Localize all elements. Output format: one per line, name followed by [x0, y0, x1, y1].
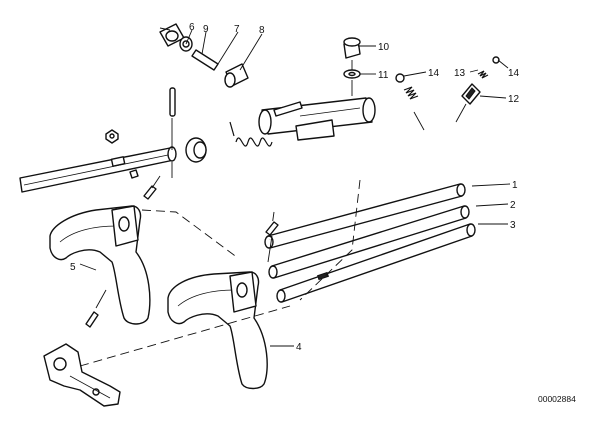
- part-7-pin: [191, 49, 219, 71]
- selector-shaft: [19, 146, 177, 193]
- callout-2: 2: [510, 200, 516, 211]
- part-14-ball-left: [395, 73, 405, 83]
- shift-fork-5: [49, 205, 151, 325]
- callout-7: 7: [234, 24, 240, 35]
- callout-1: 1: [512, 180, 518, 191]
- document-number: 00002884: [538, 394, 576, 404]
- shaft-nut: [105, 129, 119, 144]
- detent-spring-left: [403, 86, 425, 131]
- shift-rod-2: [268, 205, 470, 279]
- part-10-cap: [343, 37, 361, 59]
- callout-11: 11: [378, 70, 389, 81]
- callout-4: 4: [296, 342, 302, 353]
- callout-5: 5: [70, 262, 76, 273]
- detent-sleeve: [258, 97, 376, 141]
- shift-finger: [43, 343, 121, 407]
- part-11-washer: [343, 69, 361, 79]
- part-13-spring: [477, 70, 489, 79]
- fork-5-pin: [143, 175, 161, 200]
- callout-13: 13: [454, 68, 466, 79]
- shift-fork-4: [167, 271, 268, 390]
- part-8-bush: [224, 63, 249, 88]
- callout-10: 10: [378, 42, 390, 53]
- fork-4-pin: [265, 221, 279, 263]
- part-14-ball-right: [492, 56, 500, 64]
- shift-rod-3: [276, 223, 476, 303]
- callout-9: 9: [203, 24, 209, 35]
- callout-6: 6: [189, 22, 195, 33]
- callout-8: 8: [259, 25, 265, 36]
- coil-spring: [229, 121, 273, 147]
- callout-12: 12: [508, 94, 520, 105]
- callout-3: 3: [510, 220, 516, 231]
- leader-lines: [79, 27, 511, 347]
- shift-finger-roll-pin: [85, 289, 107, 328]
- vertical-pin: [169, 87, 176, 178]
- bushing: [185, 137, 207, 163]
- callout-14-right: 14: [508, 68, 520, 79]
- callout-14-left: 14: [428, 68, 440, 79]
- part-12-plunger: [455, 83, 481, 123]
